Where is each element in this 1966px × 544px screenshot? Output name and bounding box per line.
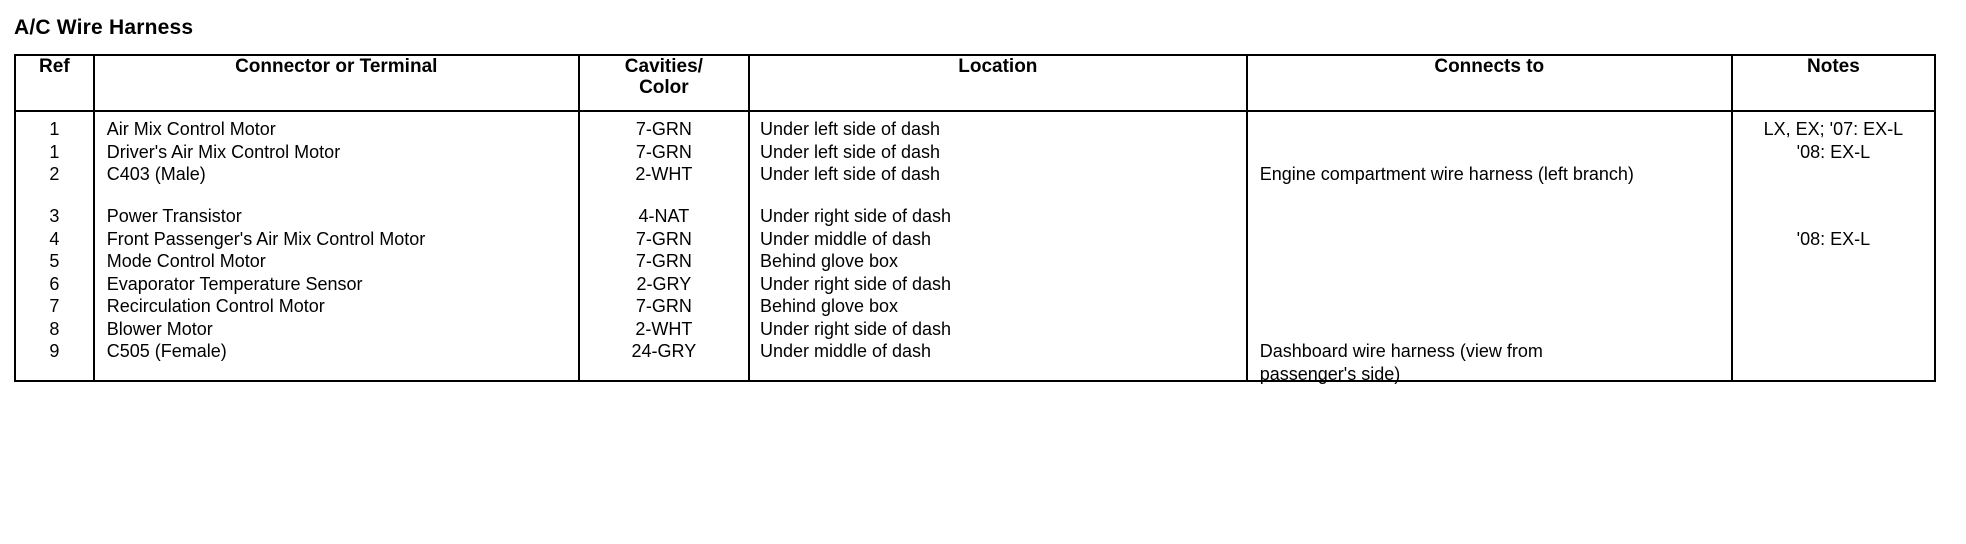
cavities-color-value: 7-GRN (635, 119, 692, 139)
location-value: Under right side of dash (759, 273, 952, 294)
connector-value: Blower Motor (106, 318, 213, 339)
column-header-connector: Connector or Terminal (92, 54, 580, 112)
column-header-cavities-color: Cavities/ Color (577, 54, 750, 112)
location-value: Behind glove box (759, 251, 899, 271)
connector-value: Recirculation Control Motor (106, 296, 325, 316)
ref-value: 9 (49, 341, 60, 361)
ref-value: 3 (49, 206, 60, 226)
location-value: Under middle of dash (759, 341, 932, 361)
ref-value: 1 (49, 119, 60, 139)
ref-value: 4 (49, 228, 60, 249)
connector-value: Air Mix Control Motor (106, 119, 276, 139)
column-header-connects-to: Connects to (1245, 54, 1733, 112)
connects-to-value: Dashboard wire harness (view from (1259, 341, 1543, 361)
connector-value: Evaporator Temperature Sensor (106, 273, 363, 294)
column-header-location: Location (747, 54, 1248, 112)
column-header-ref: Ref (14, 54, 95, 112)
notes-value: '08: EX-L (1796, 228, 1871, 249)
connector-value: Front Passenger's Air Mix Control Motor (106, 228, 426, 249)
cell-cavities-color-column: 7-GRN 7-GRN 2-WHT 4-NAT 7-GRN 7-GRN 2-GR… (577, 110, 750, 382)
cavities-color-value: 7-GRN (635, 228, 692, 249)
connector-value: C505 (Female) (106, 341, 227, 361)
cavities-color-value: 7-GRN (635, 141, 692, 162)
table-body: 1 1 2 3 4 5 6 7 8 9 (14, 110, 1937, 384)
location-value: Under left side of dash (759, 119, 941, 139)
cavities-color-value: 4-NAT (638, 206, 690, 226)
cavities-color-value: 2-WHT (635, 164, 693, 184)
location-value: Behind glove box (759, 296, 899, 316)
location-value: Under middle of dash (759, 228, 932, 249)
column-header-cavities-line1: Cavities/ (624, 56, 703, 77)
notes-value: '08: EX-L (1796, 141, 1871, 162)
ref-value: 1 (49, 141, 60, 162)
cell-connector-column: Air Mix Control Motor Driver's Air Mix C… (92, 110, 580, 382)
table-row: 1 1 2 3 4 5 6 7 8 9 (14, 110, 1937, 384)
cavities-color-value: 7-GRN (635, 296, 692, 316)
location-value: Under right side of dash (759, 318, 952, 339)
location-value: Under left side of dash (759, 164, 941, 184)
cell-location-column: Under left side of dash Under left side … (747, 110, 1248, 382)
header-row: Ref Connector or Terminal Cavities/ Colo… (14, 54, 1937, 112)
column-header-cavities-line2: Color (639, 77, 689, 99)
location-value: Under right side of dash (759, 206, 952, 226)
page-title: A/C Wire Harness (14, 16, 194, 39)
ref-value: 6 (49, 273, 60, 294)
harness-table-container: Ref Connector or Terminal Cavities/ Colo… (14, 54, 1937, 384)
cavities-color-value: 7-GRN (635, 251, 692, 271)
cavities-color-value: 2-WHT (635, 318, 693, 339)
column-header-notes: Notes (1730, 54, 1937, 112)
location-value: Under left side of dash (759, 141, 941, 162)
cavities-color-value: 2-GRY (636, 273, 692, 294)
cavities-color-value: 24-GRY (631, 341, 697, 361)
table-header: Ref Connector or Terminal Cavities/ Colo… (14, 54, 1937, 112)
connects-to-value: Engine compartment wire harness (left br… (1259, 164, 1634, 184)
cell-connects-to-column: Engine compartment wire harness (left br… (1245, 110, 1733, 384)
connects-to-value-line2: passenger's side) (1259, 363, 1401, 384)
ref-value: 2 (49, 164, 60, 184)
cell-ref-column: 1 1 2 3 4 5 6 7 8 9 (14, 110, 95, 382)
connector-value: Driver's Air Mix Control Motor (106, 141, 341, 162)
cell-notes-column: LX, EX; '07: EX-L '08: EX-L '08: EX-L (1730, 110, 1937, 382)
connector-value: Mode Control Motor (106, 251, 266, 271)
ref-value: 8 (49, 318, 60, 339)
ref-value: 7 (49, 296, 60, 316)
ac-wire-harness-table: Ref Connector or Terminal Cavities/ Colo… (14, 54, 1937, 384)
ref-value: 5 (49, 251, 60, 271)
connector-value: C403 (Male) (106, 164, 206, 184)
connector-value: Power Transistor (106, 206, 242, 226)
notes-value: LX, EX; '07: EX-L (1763, 119, 1904, 139)
